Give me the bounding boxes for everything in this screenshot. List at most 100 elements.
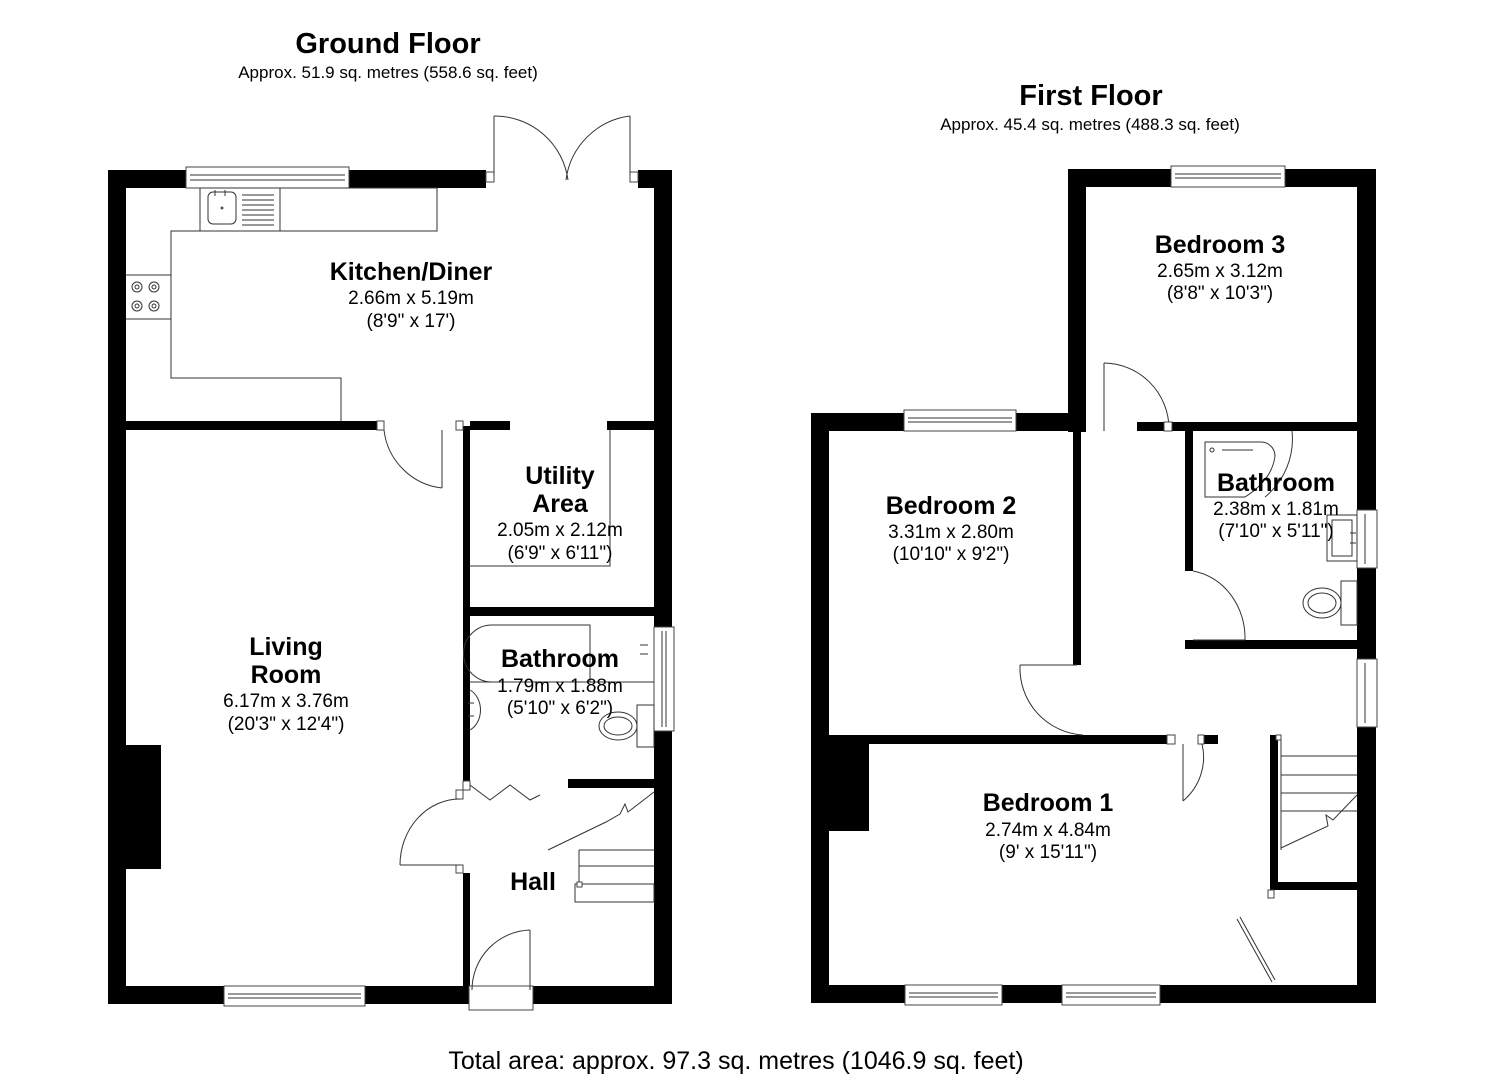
shower-icon <box>1204 430 1293 498</box>
room-bedroom-3: Bedroom 3 2.65m x 3.12m (8'8" x 10'3") <box>1155 231 1286 304</box>
room-living-room: Living Room 6.17m x 3.76m (20'3" x 12'4"… <box>223 633 349 735</box>
room-name: Area <box>532 490 589 518</box>
wall <box>463 607 654 616</box>
room-bathroom-ground: Bathroom 1.79m x 1.88m (5'10" x 6'2") <box>497 645 623 719</box>
total-area: Total area: approx. 97.3 sq. metres (104… <box>448 1047 1023 1075</box>
wall <box>1073 413 1081 665</box>
wall <box>1137 422 1357 431</box>
wall <box>108 170 126 1004</box>
room-dimensions-metric: 3.31m x 2.80m <box>888 522 1014 543</box>
wall <box>126 421 377 430</box>
wall <box>1270 882 1357 890</box>
door <box>376 420 464 489</box>
room-dimensions-metric: 6.17m x 3.76m <box>223 691 349 712</box>
room-dimensions-imperial: (20'3" x 12'4") <box>228 714 345 735</box>
basin-icon <box>468 689 481 731</box>
wall <box>1002 985 1062 1003</box>
room-dimensions-imperial: (8'8" x 10'3") <box>1167 283 1273 304</box>
wall <box>1185 640 1357 649</box>
door <box>1192 570 1246 641</box>
window <box>1170 165 1286 188</box>
room-dimensions-imperial: (6'9" x 6'11") <box>508 543 613 564</box>
french-doors <box>485 115 639 183</box>
bath-icon <box>463 624 654 683</box>
door <box>1103 362 1173 432</box>
front-door <box>468 929 534 1011</box>
basin-icon <box>1326 514 1358 562</box>
ground-floor-plan: Ground Floor Approx. 51.9 sq. metres (55… <box>108 28 675 1011</box>
room-utility-area: Utility Area 2.05m x 2.12m (6'9" x 6'11"… <box>497 462 623 564</box>
wall <box>1270 735 1278 890</box>
sink-icon <box>207 190 274 226</box>
wall <box>829 735 1167 744</box>
wall <box>108 986 224 1004</box>
wall <box>1068 169 1086 432</box>
toilet-icon <box>1302 580 1358 626</box>
wall <box>607 421 654 430</box>
staircase <box>1275 734 1358 850</box>
wall <box>1357 727 1376 1003</box>
window <box>185 166 350 189</box>
room-name: Bathroom <box>501 645 619 673</box>
window <box>903 409 1017 432</box>
wall <box>568 779 654 788</box>
bifold-door <box>462 780 541 801</box>
wall <box>1357 169 1376 659</box>
cupboard-door <box>1236 889 1276 983</box>
wall <box>1160 985 1376 1003</box>
window <box>904 984 1003 1006</box>
wall <box>470 421 510 430</box>
door <box>1166 734 1205 802</box>
wall <box>811 413 829 1003</box>
door <box>399 789 464 874</box>
window <box>653 626 675 732</box>
wall <box>463 873 470 986</box>
room-dimensions-imperial: (9' x 15'11") <box>999 842 1097 863</box>
ground-floor-title: Ground Floor <box>295 28 480 60</box>
wall <box>463 616 470 781</box>
wall <box>1285 169 1376 187</box>
wall <box>654 170 672 1004</box>
wall <box>1203 735 1218 744</box>
wall <box>463 426 470 612</box>
first-floor-title: First Floor <box>1019 80 1162 112</box>
room-dimensions-metric: 1.79m x 1.88m <box>497 676 623 697</box>
room-bedroom-2: Bedroom 2 3.31m x 2.80m (10'10" x 9'2") <box>886 492 1017 565</box>
room-dimensions-metric: 2.65m x 3.12m <box>1157 261 1283 282</box>
chimney-breast <box>126 745 161 869</box>
hob-icon <box>131 281 160 312</box>
room-dimensions-metric: 2.05m x 2.12m <box>497 520 623 541</box>
window <box>223 985 366 1007</box>
room-bedroom-1: Bedroom 1 2.74m x 4.84m (9' x 15'11") <box>983 789 1114 863</box>
first-floor-plan: First Floor Approx. 45.4 sq. metres (488… <box>811 80 1378 1006</box>
room-name: Living <box>249 633 323 661</box>
room-dimensions-imperial: (10'10" x 9'2") <box>893 544 1010 565</box>
ground-floor-area: Approx. 51.9 sq. metres (558.6 sq. feet) <box>238 63 538 82</box>
kitchen-worktop <box>126 187 438 421</box>
wall <box>108 170 186 188</box>
wall <box>365 986 469 1004</box>
room-dimensions-metric: 2.66m x 5.19m <box>348 288 474 309</box>
room-dimensions-metric: 2.74m x 4.84m <box>985 820 1111 841</box>
room-dimensions-imperial: (7'10" x 5'11") <box>1218 521 1333 542</box>
room-kitchen-diner: Kitchen/Diner 2.66m x 5.19m (8'9" x 17') <box>330 258 493 332</box>
door <box>1019 664 1084 736</box>
wall <box>533 986 672 1004</box>
utility-worktop <box>470 430 611 567</box>
window <box>1356 658 1378 728</box>
room-name: Bedroom 3 <box>1155 231 1286 259</box>
room-name: Bedroom 1 <box>983 789 1114 817</box>
first-floor-area: Approx. 45.4 sq. metres (488.3 sq. feet) <box>940 115 1240 134</box>
room-bathroom-first: Bathroom 2.38m x 1.81m (7'10" x 5'11") <box>1213 469 1339 542</box>
room-name: Hall <box>510 868 556 896</box>
wall <box>811 985 905 1003</box>
wall <box>1068 169 1171 187</box>
room-hall: Hall <box>510 868 556 896</box>
staircase <box>547 791 655 903</box>
wall <box>1185 431 1193 571</box>
room-name: Utility <box>525 462 595 490</box>
room-name: Room <box>251 661 322 689</box>
chimney-breast <box>829 735 869 831</box>
room-dimensions-metric: 2.38m x 1.81m <box>1213 499 1339 520</box>
